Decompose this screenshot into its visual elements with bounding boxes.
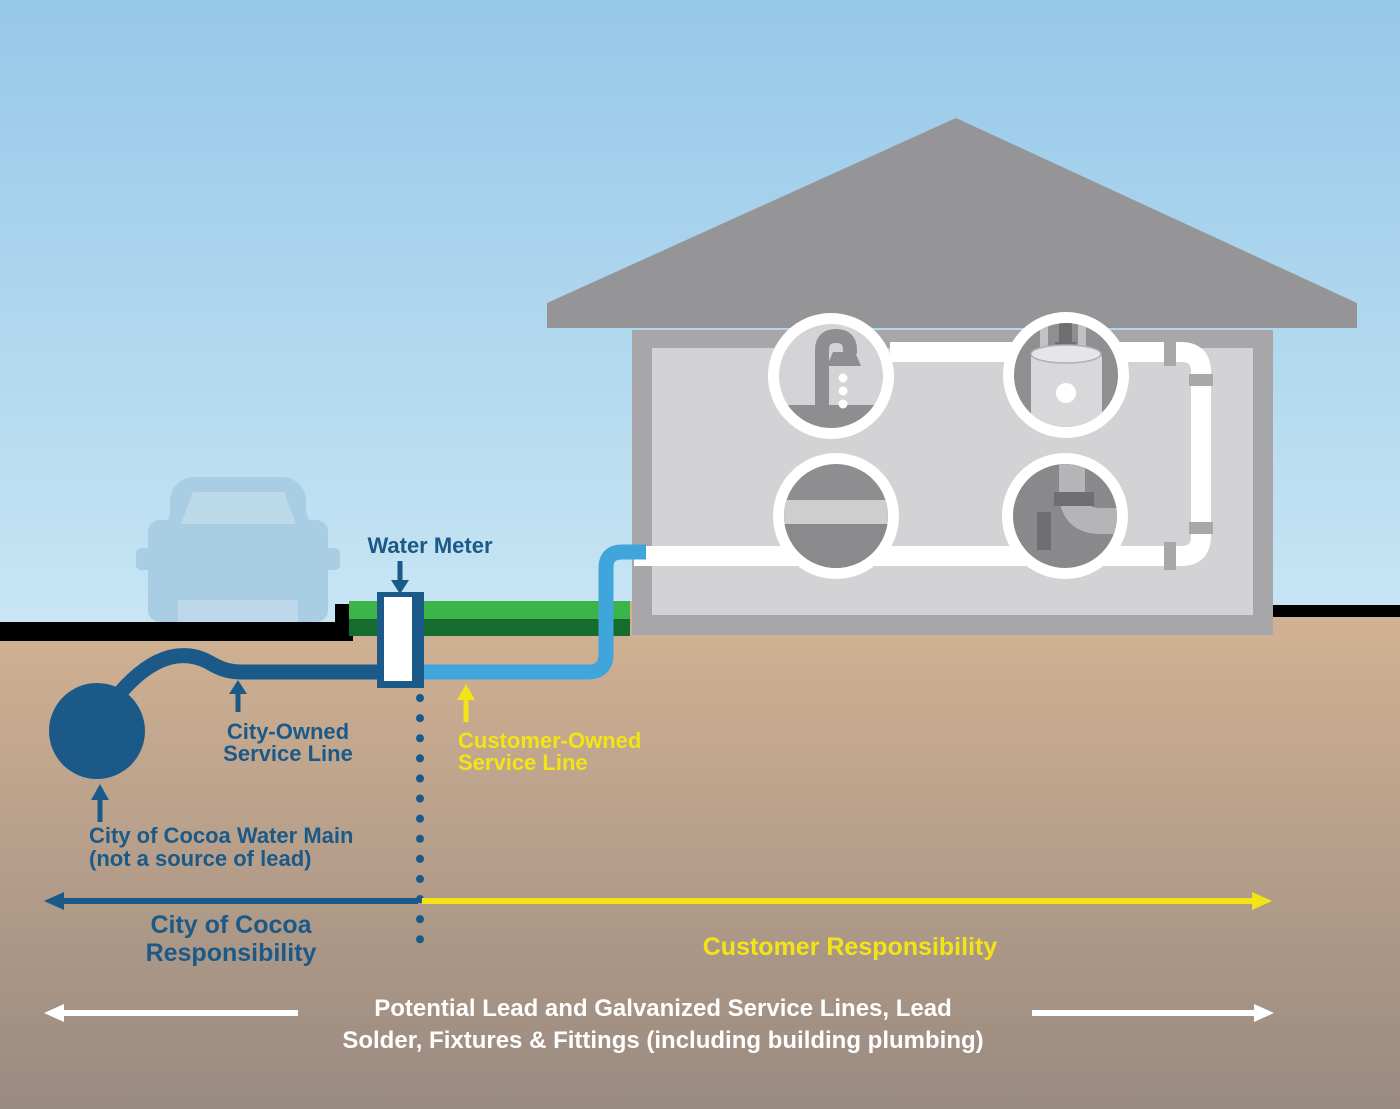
footnote-right-arrow (1032, 1004, 1274, 1022)
water-meter-arrow (391, 561, 409, 594)
city-responsibility-label-line1: City of Cocoa (150, 911, 312, 939)
customer-responsibility-arrow (422, 892, 1272, 910)
pipe-joint (1189, 522, 1213, 534)
heater-tank-top (1030, 344, 1102, 364)
customer-owned-service-line-pipe (419, 544, 646, 680)
car-silhouette (136, 477, 340, 622)
house (547, 118, 1357, 635)
elbow-coupling (1037, 512, 1051, 550)
faucet-pipe (815, 328, 857, 412)
footnote-line1: Potential Lead and Galvanized Service Li… (374, 995, 952, 1022)
pipe-joint (1164, 542, 1176, 570)
footnote-left-arrow (44, 1004, 298, 1022)
water-main-label-line1: City of Cocoa Water Main (89, 823, 353, 848)
water-meter-body (384, 597, 412, 681)
water-meter (377, 592, 424, 688)
customer-owned-arrow (457, 684, 475, 722)
car-windshield (181, 492, 296, 524)
house-interior (652, 348, 1253, 615)
ground (0, 601, 1400, 1109)
heater-pipe (1040, 323, 1048, 358)
pipe-elbow-icon (1002, 453, 1128, 579)
shower-head (827, 352, 861, 366)
washing-machine-icon (773, 453, 899, 579)
pipe-joint (1189, 374, 1213, 386)
water-meter-label: Water Meter (367, 533, 493, 558)
footnote-line2: Solder, Fixtures & Fittings (including b… (342, 1027, 983, 1054)
roof (547, 118, 1357, 328)
heater-dial (1056, 383, 1076, 403)
pipe-joint (1164, 338, 1176, 366)
city-owned-service-line-pipe (100, 648, 400, 716)
city-responsibility-label-line2: Responsibility (146, 939, 317, 967)
car-body (148, 520, 328, 622)
water-drop (838, 399, 848, 409)
water-main-label-line2: (not a source of lead) (89, 846, 311, 871)
car-bumper (178, 600, 298, 622)
city-owned-label-line1: City-Owned (227, 719, 349, 744)
road-right (1273, 605, 1400, 617)
water-drop (838, 373, 848, 383)
washer-band (784, 500, 888, 524)
shower-faucet-icon (768, 313, 894, 439)
customer-responsibility-label: Customer Responsibility (703, 933, 998, 961)
elbow-coupling (1054, 492, 1094, 506)
water-heater-icon (1003, 312, 1129, 438)
heater-vent (1059, 323, 1072, 344)
customer-owned-label-line2: Service Line (458, 750, 588, 775)
customer-owned-label-line1: Customer-Owned (458, 728, 641, 753)
water-drop (838, 386, 848, 396)
water-main-arrow (91, 784, 109, 822)
city-responsibility-arrow (44, 892, 418, 910)
road-surface (0, 604, 353, 641)
water-main (49, 683, 145, 779)
interior-water-pipe (634, 342, 1211, 566)
heater-pipe (1078, 323, 1086, 358)
city-owned-label-line2: Service Line (223, 741, 353, 766)
city-owned-arrow (229, 680, 247, 712)
